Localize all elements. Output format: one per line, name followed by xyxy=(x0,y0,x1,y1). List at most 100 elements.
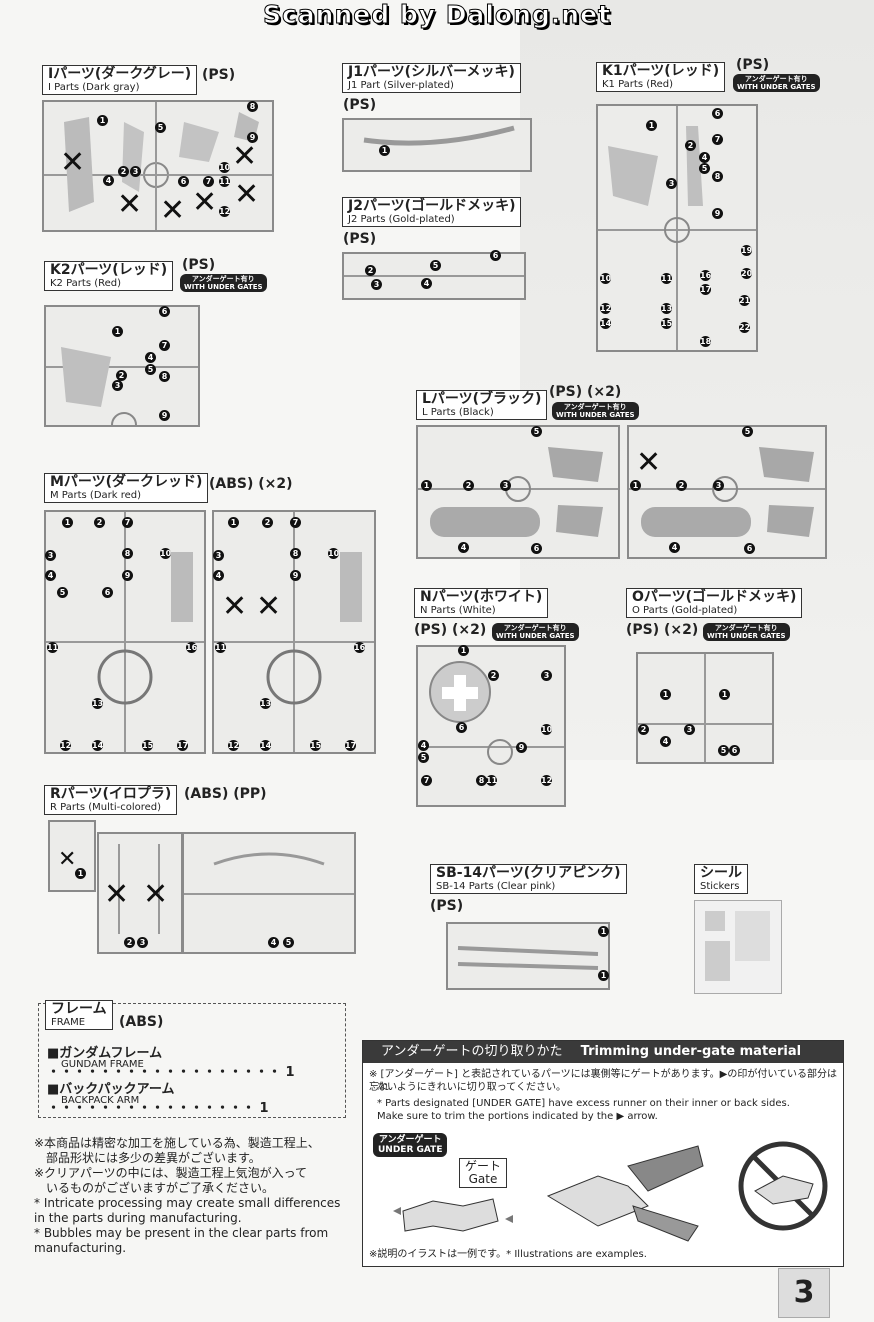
part-number: 5 xyxy=(145,364,156,375)
part-number: 3 xyxy=(666,178,677,189)
title-en: M Parts (Dark red) xyxy=(50,490,142,502)
part-number: 6 xyxy=(456,722,467,733)
title-jp: K2パーツ(レッド) xyxy=(50,262,168,278)
part-number: 2 xyxy=(638,724,649,735)
part-number: 12 xyxy=(228,740,240,751)
note-line: いるものがございますがご了承ください。 xyxy=(34,1181,275,1195)
part-number: 16 xyxy=(354,642,366,653)
unused-part-mark: ✕ xyxy=(192,185,218,220)
badge-en: WITH UNDER GATES xyxy=(184,283,263,291)
trim-footnote: ※説明のイラストは一例です。* Illustrations are exampl… xyxy=(369,1249,647,1260)
part-number: 10 xyxy=(160,548,172,559)
part-number: 8 xyxy=(290,548,301,559)
runner-sb14 xyxy=(446,922,610,990)
badge-en: WITH UNDER GATES xyxy=(707,632,786,640)
part-number: 4 xyxy=(418,740,429,751)
part-number: 6 xyxy=(744,543,755,554)
title-en: R Parts (Multi-colored) xyxy=(50,802,162,814)
part-number: 16 xyxy=(186,642,198,653)
material-label: (PS) xyxy=(430,898,464,914)
part-number: 2 xyxy=(676,480,687,491)
part-number: 4 xyxy=(458,542,469,553)
part-number: 1 xyxy=(379,145,390,156)
part-number: 14 xyxy=(600,318,612,329)
section-title-o: Oパーツ(ゴールドメッキ) O Parts (Gold-plated) xyxy=(626,588,803,619)
gate-en: Gate xyxy=(468,1172,498,1187)
title-jp: SB-14パーツ(クリアピンク) xyxy=(436,865,621,881)
ug-jp: アンダーゲート xyxy=(378,1135,442,1145)
part-number: 6 xyxy=(531,543,542,554)
part-number: 13 xyxy=(661,303,673,314)
part-number: 6 xyxy=(178,176,189,187)
section-title-l: Lパーツ(ブラック) L Parts (Black) xyxy=(416,390,548,421)
part-number: 10 xyxy=(600,273,612,284)
material-label: (ABS) (PP) xyxy=(184,786,267,802)
runner-r-tag xyxy=(48,820,96,892)
trim-line-1: ※ [アンダーゲート] と表記されているパーツには裏側等にゲートがあります。▶の… xyxy=(369,1069,838,1093)
part-number: 2 xyxy=(94,517,105,528)
part-number: 3 xyxy=(137,937,148,948)
part-number: 1 xyxy=(112,326,123,337)
part-number: 5 xyxy=(155,122,166,133)
part-number: 1 xyxy=(598,926,609,937)
part-number: 17 xyxy=(345,740,357,751)
gate-label: ゲート Gate xyxy=(459,1158,508,1189)
part-number: 8 xyxy=(247,101,258,112)
gate-illustration xyxy=(393,1198,513,1232)
frame-material: (ABS) xyxy=(119,1014,164,1030)
note-line: * Bubbles may be present in the clear pa… xyxy=(34,1226,329,1240)
frame-item-2-en: BACKPACK ARM xyxy=(61,1095,140,1106)
part-number: 4 xyxy=(268,937,279,948)
part-number: 5 xyxy=(430,260,441,271)
part-number: 5 xyxy=(699,163,710,174)
part-number: 6 xyxy=(102,587,113,598)
unused-part-mark: ✕ xyxy=(222,589,248,624)
part-number: 2 xyxy=(365,265,376,276)
unused-part-mark: ✕ xyxy=(143,877,169,912)
part-number: 5 xyxy=(57,587,68,598)
title-jp: Oパーツ(ゴールドメッキ) xyxy=(632,589,797,605)
part-number: 2 xyxy=(685,140,696,151)
title-en: I Parts (Dark gray) xyxy=(48,82,140,94)
part-number: 1 xyxy=(598,970,609,981)
part-number: 11 xyxy=(215,642,227,653)
section-title-j1: J1パーツ(シルバーメッキ) J1 Part (Silver-plated) xyxy=(342,63,521,94)
title-jp: シール xyxy=(700,865,742,881)
part-number: 3 xyxy=(684,724,695,735)
note-line: in the parts during manufacturing. xyxy=(34,1211,242,1225)
title-jp: Iパーツ(ダークグレー) xyxy=(48,66,192,82)
part-number: 12 xyxy=(219,206,231,217)
gate-jp: ゲート xyxy=(465,1159,502,1173)
part-number: 1 xyxy=(719,689,730,700)
badge-jp: アンダーゲート有り xyxy=(191,275,255,283)
part-number: 3 xyxy=(213,550,224,561)
part-number: 5 xyxy=(742,426,753,437)
title-jp: Mパーツ(ダークレッド) xyxy=(50,474,203,490)
section-title-stickers: シール Stickers xyxy=(694,864,748,895)
title-jp: J2パーツ(ゴールドメッキ) xyxy=(348,198,516,214)
scan-watermark: Scanned by Dalong.net xyxy=(262,0,611,30)
part-number: 1 xyxy=(75,868,86,879)
runner-l-1 xyxy=(416,425,620,559)
runner-k2 xyxy=(44,305,200,427)
part-number: 9 xyxy=(290,570,301,581)
material-label: (PS) xyxy=(202,67,236,83)
part-number: 17 xyxy=(700,284,712,295)
frame-title-en: FRAME xyxy=(51,1017,86,1029)
runner-j2 xyxy=(342,252,526,300)
part-number: 7 xyxy=(122,517,133,528)
frame-box: フレーム FRAME (ABS) ■ガンダムフレーム ・・・・・・・・・・・・・… xyxy=(38,1000,346,1118)
part-number: 1 xyxy=(660,689,671,700)
part-number: 2 xyxy=(262,517,273,528)
unused-part-mark: ✕ xyxy=(104,877,130,912)
badge-jp: アンダーゲート有り xyxy=(744,75,808,83)
part-number: 1 xyxy=(458,645,469,656)
part-number: 10 xyxy=(219,162,231,173)
part-number: 6 xyxy=(729,745,740,756)
title-en: L Parts (Black) xyxy=(422,407,494,419)
notes-block: ※本商品は精密な加工を施している為、製造工程上、 部品形状には多少の差異がござい… xyxy=(34,1136,354,1256)
title-en: SB-14 Parts (Clear pink) xyxy=(436,881,556,893)
note-line: manufacturing. xyxy=(34,1241,127,1255)
runner-k1 xyxy=(596,104,758,352)
part-number: 9 xyxy=(712,208,723,219)
